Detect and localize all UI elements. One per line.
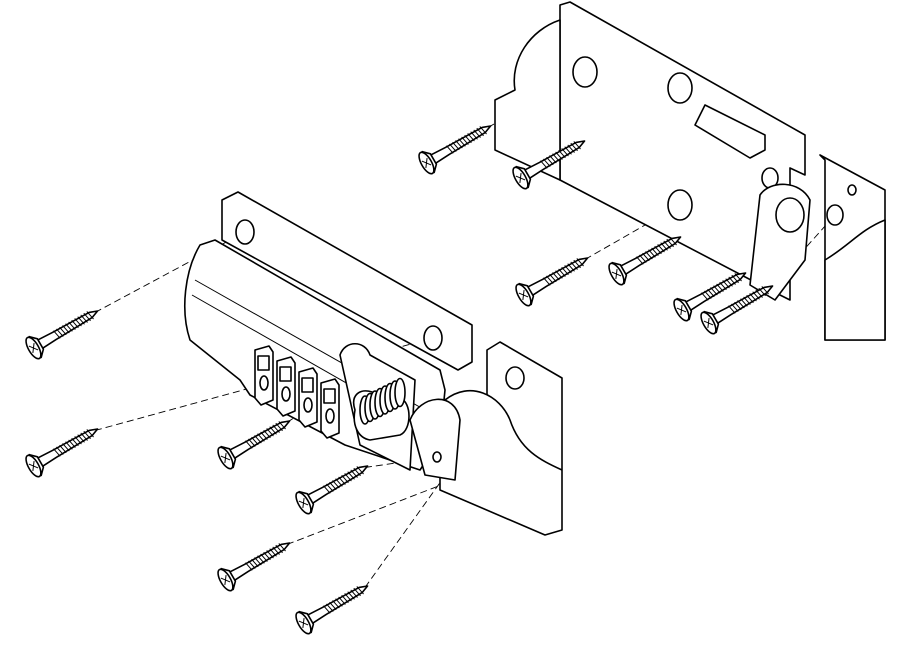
- screw: [217, 542, 291, 592]
- alignment-line: [286, 469, 481, 545]
- bolt-keeper: [409, 341, 563, 536]
- spring-coil: [394, 377, 406, 408]
- strike-keeper: [749, 154, 886, 341]
- bolt-spring: [359, 377, 406, 425]
- screw: [673, 272, 747, 322]
- combination-dial[interactable]: [254, 345, 274, 406]
- screw: [25, 428, 99, 478]
- alignment-line: [94, 231, 246, 313]
- screw: [217, 420, 291, 470]
- screw: [295, 585, 369, 635]
- screw: [608, 236, 682, 286]
- lock-housing: [184, 239, 446, 471]
- combination-dial[interactable]: [320, 378, 340, 439]
- mounting-bracket: [494, 1, 806, 301]
- screw: [418, 125, 492, 175]
- lock-back-plate: [221, 191, 473, 371]
- screw: [700, 285, 774, 335]
- combination-dials: [254, 345, 340, 439]
- screw: [515, 257, 589, 307]
- screws: [25, 125, 774, 635]
- combination-dial[interactable]: [298, 367, 318, 428]
- screw: [25, 310, 99, 360]
- combination-dial[interactable]: [276, 356, 296, 417]
- screw: [295, 465, 369, 515]
- screw: [512, 140, 586, 190]
